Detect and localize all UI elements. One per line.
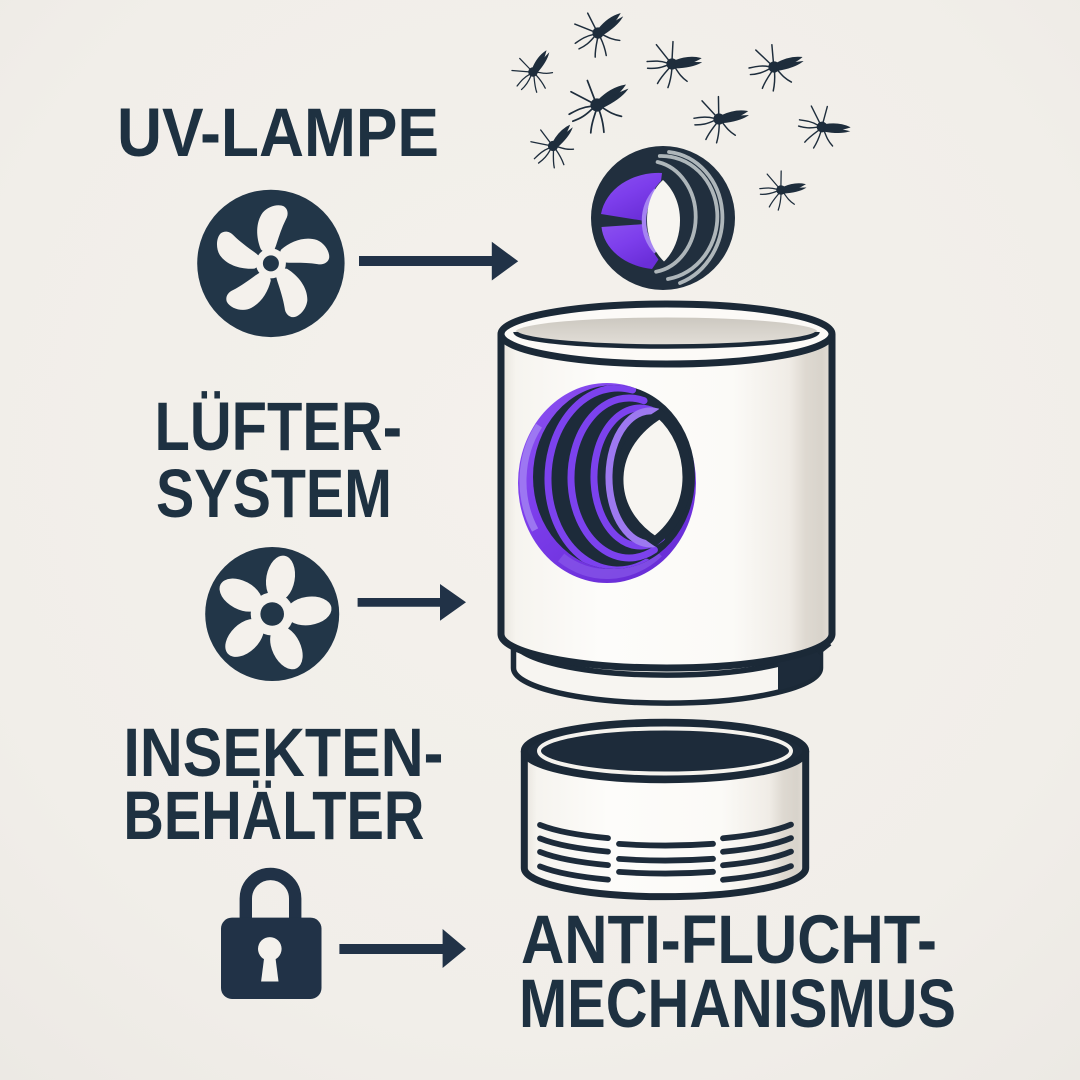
svg-text:UV-LAMPE: UV-LAMPE <box>117 94 439 171</box>
svg-text:LÜFTER-: LÜFTER- <box>155 388 403 465</box>
svg-text:SYSTEM: SYSTEM <box>156 455 392 532</box>
svg-text:MECHANISMUS: MECHANISMUS <box>519 965 956 1042</box>
svg-text:ANTI-FLUCHT-: ANTI-FLUCHT- <box>521 901 937 978</box>
svg-text:BEHÄLTER: BEHÄLTER <box>123 777 424 854</box>
svg-text:INSEKTEN-: INSEKTEN- <box>123 714 443 791</box>
